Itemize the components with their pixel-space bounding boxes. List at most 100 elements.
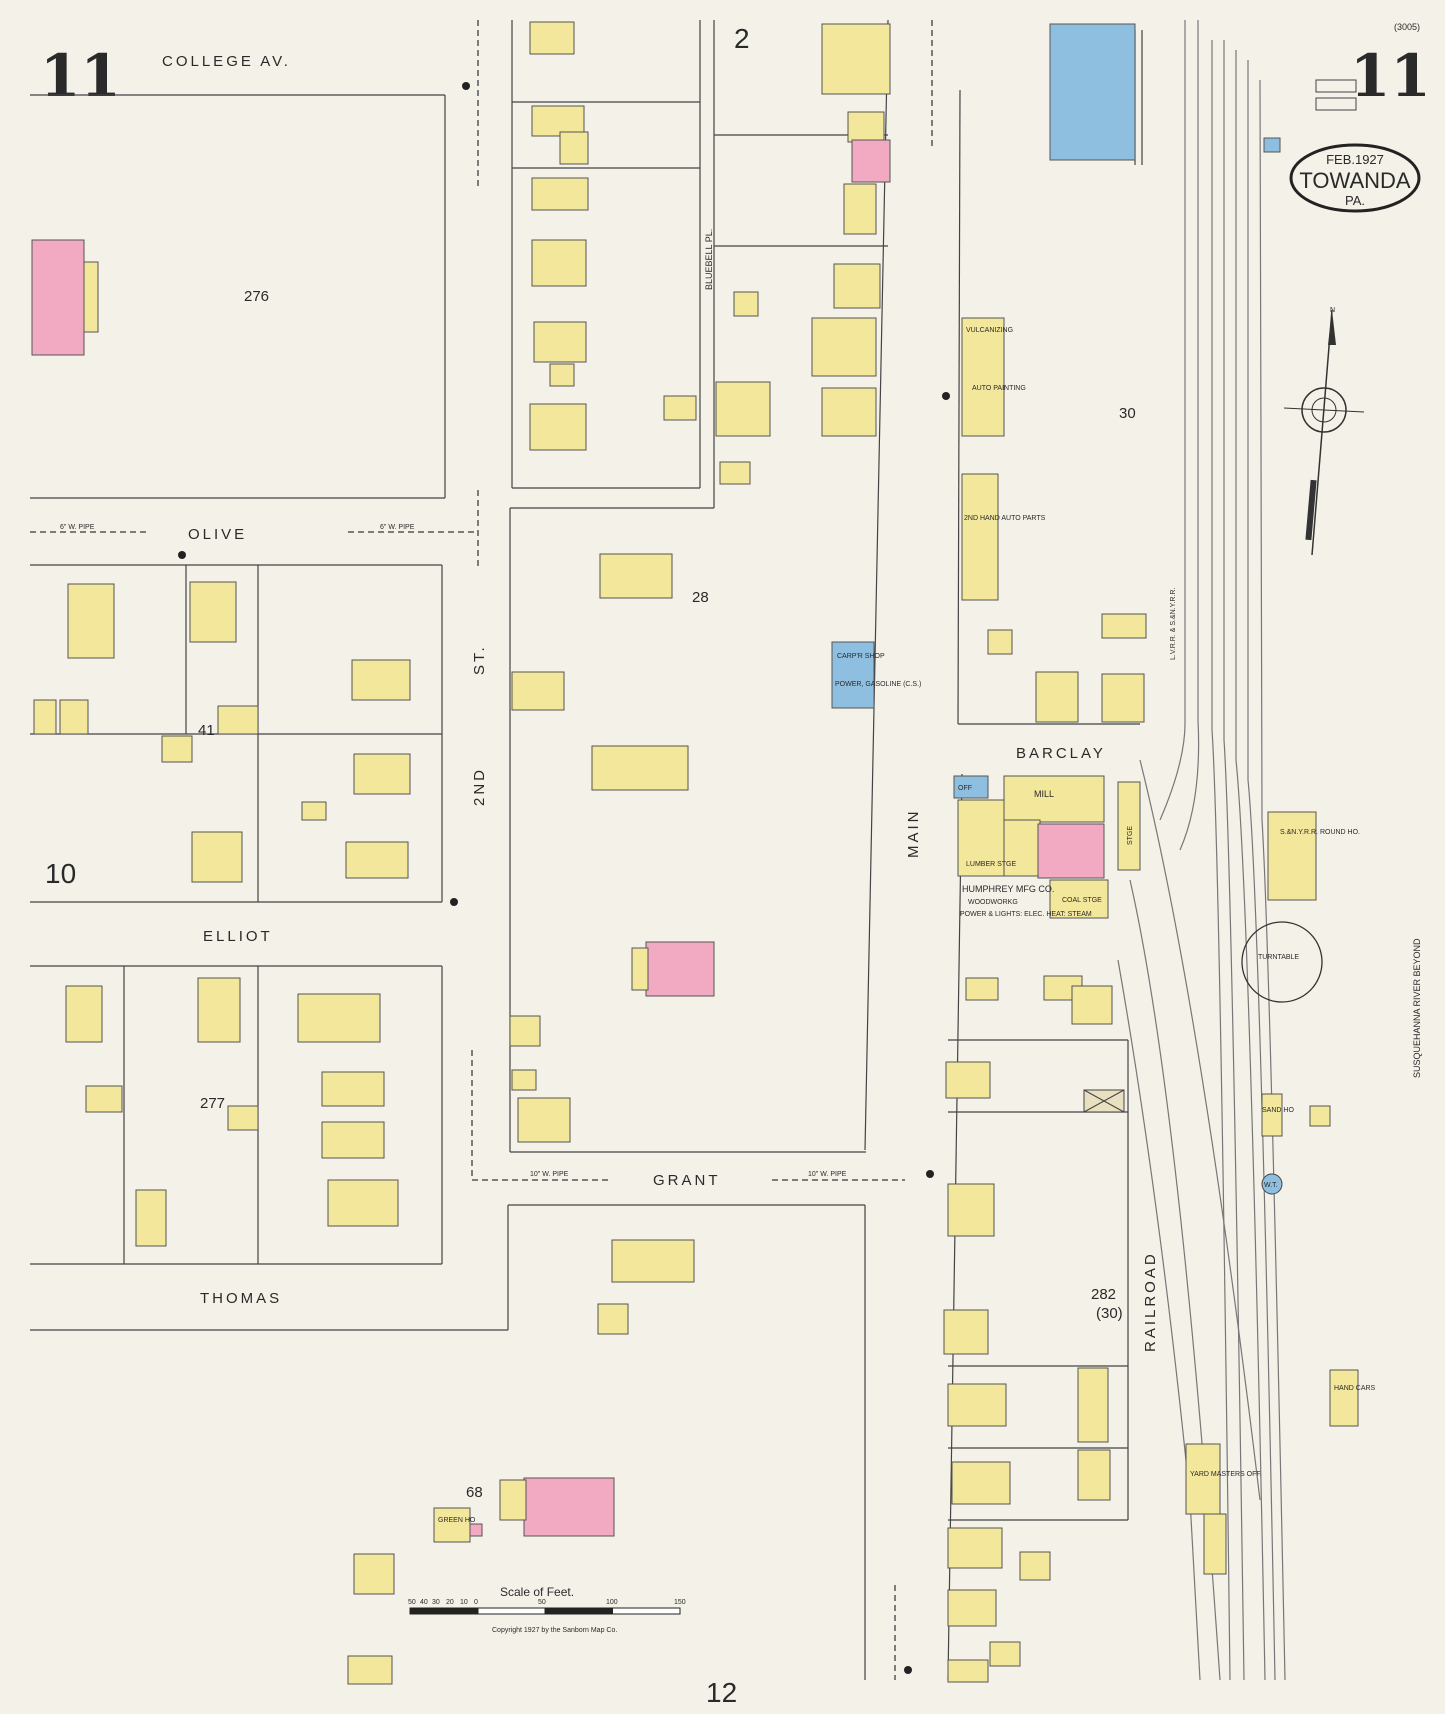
building-frame xyxy=(327,1179,399,1227)
building-frame xyxy=(843,183,877,235)
building-frame xyxy=(611,1239,695,1283)
building-special xyxy=(1049,23,1136,161)
building-frame-roundhouse xyxy=(1267,811,1317,901)
building-brick xyxy=(469,1523,483,1537)
building-frame xyxy=(65,985,103,1043)
building-frame xyxy=(549,363,575,387)
scale-of-feet: Scale of Feet. 50 40 30 20 10 0 50 100 1… xyxy=(408,1585,686,1634)
title-cartouche: FEB.1927 TOWANDA PA. xyxy=(1289,143,1421,213)
building-frame xyxy=(1077,1367,1109,1443)
building-frame-vulcanizing xyxy=(961,317,1005,437)
street-olive: OLIVE xyxy=(188,526,247,543)
building-frame xyxy=(719,461,751,485)
label-wt: W.T. xyxy=(1264,1182,1278,1189)
street-railroad: RAILROAD xyxy=(1142,1251,1159,1352)
water-pipes: 6" W. PIPE 6" W. PIPE 10" W. PIPE 10" W.… xyxy=(30,20,933,1680)
adjacent-sheet-bottom: 12 xyxy=(706,1677,737,1708)
building-frame xyxy=(945,1061,991,1099)
building-frame xyxy=(1071,985,1113,1025)
building-frame-stge xyxy=(1117,781,1141,871)
building-frame xyxy=(217,705,259,735)
building-frame-lumber xyxy=(957,799,1005,877)
building-frame xyxy=(821,23,891,95)
label-humphrey: HUMPHREY MFG CO. xyxy=(962,884,1054,894)
street-elliot: ELLIOT xyxy=(203,928,273,945)
building-special xyxy=(1263,137,1281,153)
building-frame xyxy=(1309,1105,1331,1127)
label-carpe-shop: CARP'R SHOP xyxy=(837,653,885,660)
building-frame xyxy=(663,395,697,421)
building-frame xyxy=(947,1659,989,1683)
building-frame xyxy=(499,1479,527,1521)
building-frame-green-house xyxy=(433,1507,471,1543)
block-30: 30 xyxy=(1119,405,1136,422)
building-frame xyxy=(83,261,99,333)
building-frame-hand-cars xyxy=(1329,1369,1359,1427)
building-frame xyxy=(59,699,89,735)
building-frame xyxy=(353,753,411,795)
label-auto-painting: AUTO PAINTING xyxy=(972,385,1026,392)
building-frame xyxy=(821,387,877,437)
building-frame xyxy=(951,1461,1011,1505)
copyright: Copyright 1927 by the Sanborn Map Co. xyxy=(492,1627,617,1634)
sheet-tab xyxy=(1315,79,1357,93)
label-off: OFF xyxy=(958,785,972,792)
label-lumber-stge: LUMBER STGE xyxy=(966,861,1017,868)
block-282: 282 xyxy=(1091,1286,1116,1303)
building-frame xyxy=(715,381,771,437)
pipe-label-olive-west: 6" W. PIPE xyxy=(60,524,95,531)
state-name: PA. xyxy=(1345,193,1365,208)
pipe-label-grant-east: 10" W. PIPE xyxy=(808,1171,847,1178)
label-woodworking: WOODWORKG xyxy=(968,899,1018,906)
building-frame xyxy=(1101,613,1147,639)
street-main: MAIN xyxy=(905,809,922,859)
building-frame xyxy=(297,993,381,1043)
scale-tick: 50 xyxy=(408,1599,416,1606)
building-frame xyxy=(321,1071,385,1107)
building-frame xyxy=(197,977,241,1043)
building-frame xyxy=(733,291,759,317)
building-frame xyxy=(965,977,999,1001)
building-frame-sand-house xyxy=(1261,1093,1283,1137)
pipe-label-grant: 10" W. PIPE xyxy=(530,1171,569,1178)
scale-tick: 100 xyxy=(606,1599,618,1606)
street-bluebell-pl: BLUEBELL PL. xyxy=(704,229,714,290)
railroad-line-label: L.V.R.R. & S.&N.Y.R.R. xyxy=(1170,588,1177,660)
building-frame xyxy=(353,1553,395,1595)
building-frame xyxy=(943,1309,989,1355)
building-frame-coal xyxy=(1049,879,1109,919)
label-auto-parts: 2ND HAND AUTO PARTS xyxy=(964,515,1046,522)
scale-tick: 40 xyxy=(420,1599,428,1606)
street-grant: GRANT xyxy=(653,1172,721,1189)
building-frame xyxy=(531,177,589,211)
block-68: 68 xyxy=(466,1484,483,1501)
building-frame xyxy=(531,239,587,287)
sheet-tab xyxy=(1315,97,1357,111)
building-frame xyxy=(301,801,327,821)
label-power-lights: POWER & LIGHTS: ELEC. HEAT: STEAM xyxy=(960,911,1092,918)
water-tank xyxy=(1261,1173,1283,1195)
scale-tick: 20 xyxy=(446,1599,454,1606)
building-frame xyxy=(161,735,193,763)
label-stge: STGE xyxy=(1127,826,1134,845)
building-frame xyxy=(1203,1513,1227,1575)
street-college-av: COLLEGE AV. xyxy=(162,53,291,70)
building-frame xyxy=(989,1641,1021,1667)
building-frame xyxy=(33,699,57,735)
adjacent-sheet-top: 2 xyxy=(734,23,750,54)
label-green-ho: GREEN HO xyxy=(438,1517,476,1524)
building-special-office xyxy=(953,775,989,799)
building-frame xyxy=(947,1589,997,1627)
scale-tick: 0 xyxy=(474,1599,478,1606)
building-frame xyxy=(511,671,565,711)
building-frame xyxy=(1077,1449,1111,1501)
building-brick xyxy=(31,239,85,356)
building-frame xyxy=(191,831,243,883)
building-frame xyxy=(511,1069,537,1091)
building-frame xyxy=(1101,673,1145,723)
street-2nd: 2ND xyxy=(471,767,488,806)
label-hand-cars: HAND CARS xyxy=(1334,1385,1376,1392)
compass-north-letter: N xyxy=(1330,307,1335,314)
sheet-number-right: 11 xyxy=(1350,42,1431,110)
